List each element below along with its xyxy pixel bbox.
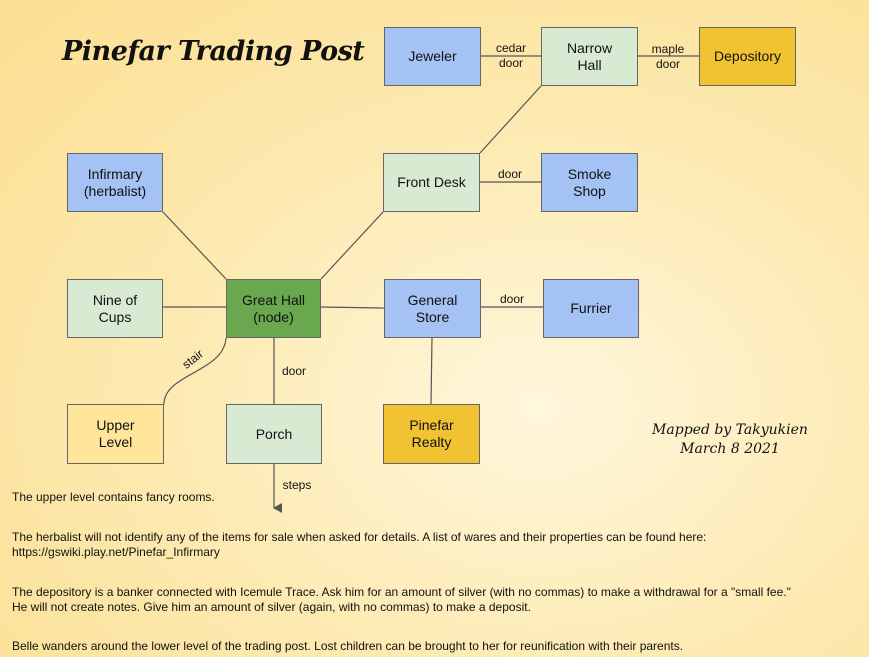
- link-narrow-hall-front-desk: [479, 85, 542, 154]
- note-belle: Belle wanders around the lower level of …: [12, 639, 684, 653]
- link-general-store-realty: [430, 337, 433, 405]
- note-upper-level: The upper level contains fancy rooms.: [12, 490, 215, 504]
- room-pinefar-realty[interactable]: Pinefar Realty: [383, 404, 480, 464]
- label-front-desk-smoke-door: door: [497, 167, 523, 181]
- note-herbalist: The herbalist will not identify any of t…: [12, 530, 707, 559]
- room-depository[interactable]: Depository: [699, 27, 796, 86]
- label-porch-door: door: [281, 364, 307, 378]
- credit-date: March 8 2021: [680, 441, 780, 457]
- room-jeweler[interactable]: Jeweler: [384, 27, 481, 86]
- label-steps: steps: [282, 478, 312, 492]
- link-great-hall-front-desk: [320, 211, 384, 280]
- room-general-store[interactable]: General Store: [384, 279, 481, 338]
- label-cedar-door: cedar door: [495, 41, 527, 70]
- note-depository: The depository is a banker connected wit…: [12, 585, 791, 614]
- link-great-hall-upper-level: [163, 337, 227, 405]
- label-general-furrier-door: door: [499, 292, 525, 306]
- room-great-hall[interactable]: Great Hall (node): [226, 279, 321, 338]
- room-furrier[interactable]: Furrier: [543, 279, 639, 338]
- room-porch[interactable]: Porch: [226, 404, 322, 464]
- room-narrow-hall[interactable]: Narrow Hall: [541, 27, 638, 86]
- room-nine-of-cups[interactable]: Nine of Cups: [67, 279, 163, 338]
- map-credit: Mapped by Takyukien March 8 2021: [640, 421, 820, 459]
- room-smoke-shop[interactable]: Smoke Shop: [541, 153, 638, 212]
- label-maple-door: maple door: [651, 42, 685, 71]
- credit-author: Mapped by Takyukien: [652, 422, 808, 438]
- room-infirmary[interactable]: Infirmary (herbalist): [67, 153, 163, 212]
- room-upper-level[interactable]: Upper Level: [67, 404, 164, 464]
- link-great-hall-general-store: [320, 306, 385, 309]
- link-infirmary-great-hall: [162, 211, 227, 280]
- room-front-desk[interactable]: Front Desk: [383, 153, 480, 212]
- map-title: Pinefar Trading Post: [62, 36, 365, 67]
